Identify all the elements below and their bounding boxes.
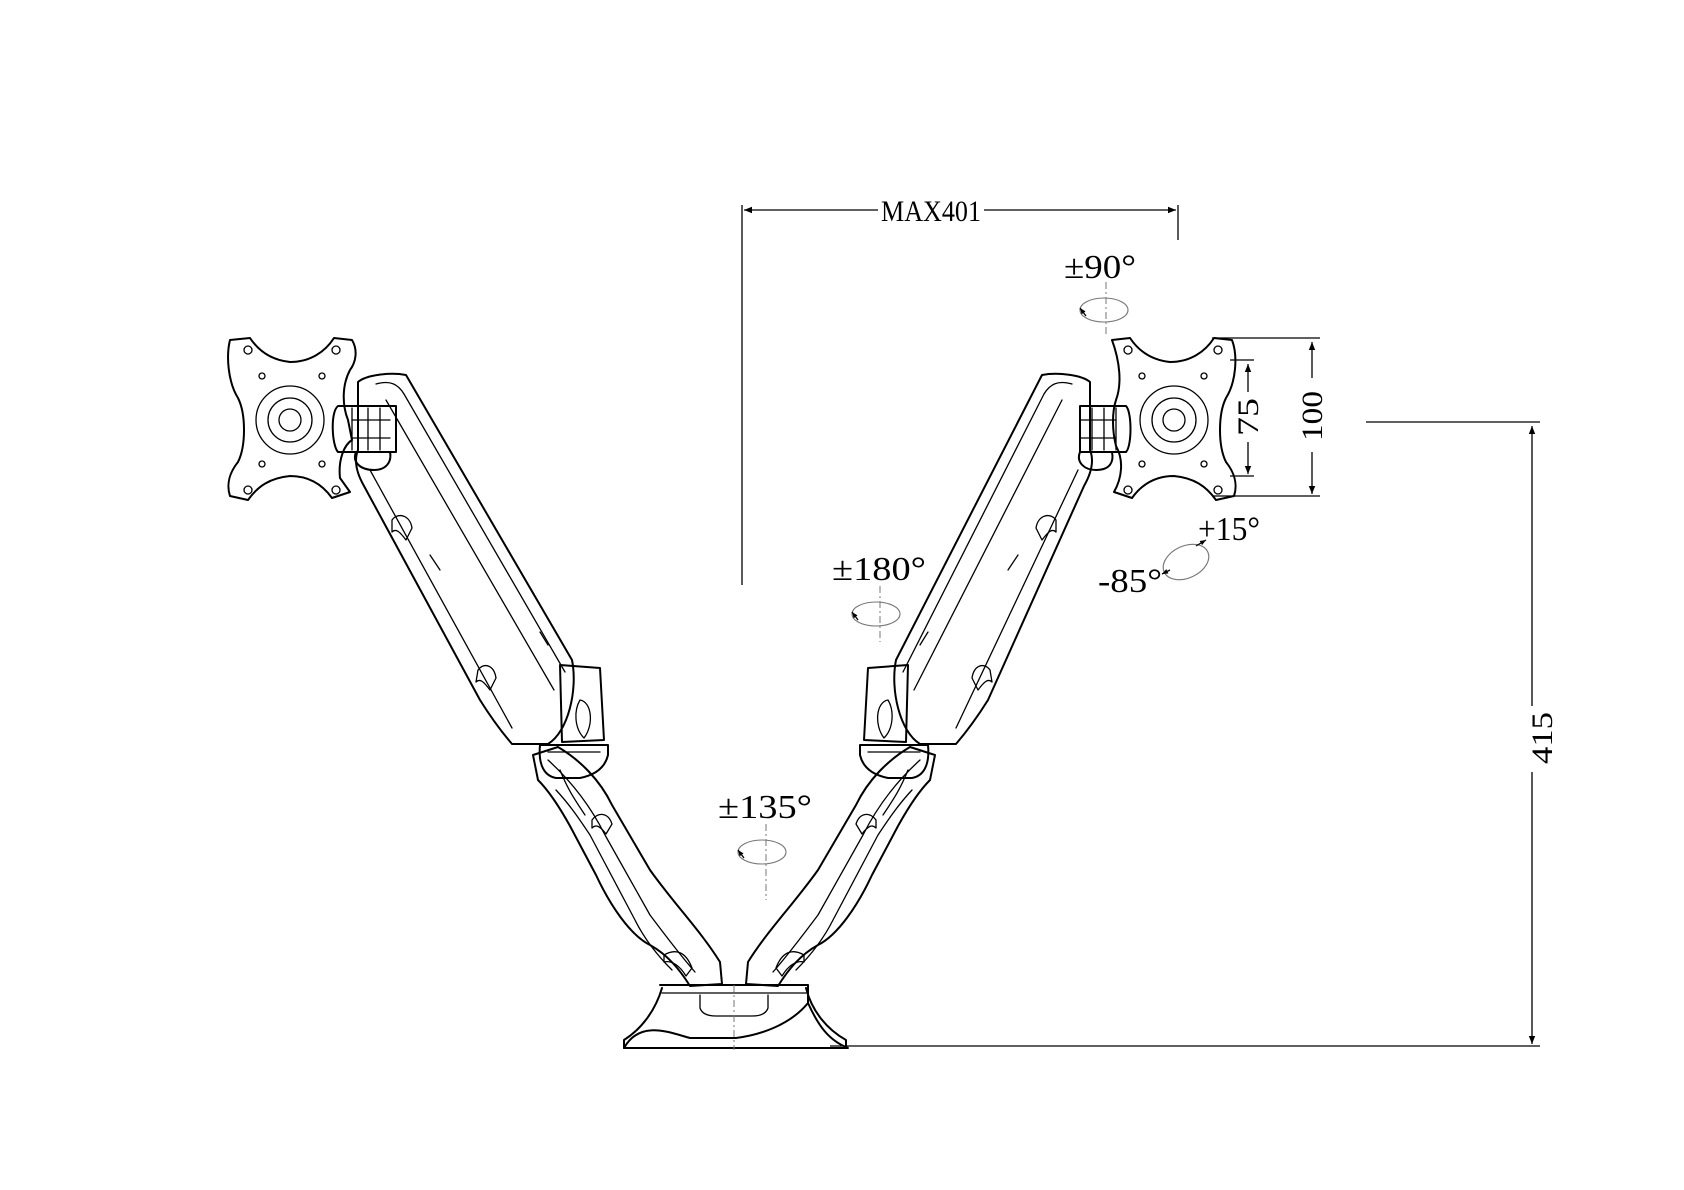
tilt-down-label: -85°: [1098, 563, 1162, 600]
swivel-rotation-indicator: ±90°: [1064, 249, 1136, 336]
right-upper-arm: [893, 372, 1093, 745]
left-vesa-plate: [227, 337, 357, 501]
vesa-dimensions: 100 75: [1212, 337, 1329, 497]
right-vesa-plate: [1111, 337, 1237, 501]
base-swivel-rotation-indicator: ±135°: [718, 789, 812, 900]
arm-swivel-rotation-indicator: ±180°: [832, 551, 926, 642]
vesa-75-label: 75: [1232, 398, 1265, 436]
right-tilt-joint: [1078, 405, 1132, 471]
tilt-up-label: +15°: [1198, 511, 1260, 548]
base-swivel-label: ±135°: [718, 789, 812, 826]
left-upper-arm: [355, 372, 575, 745]
height-label: 415: [1526, 712, 1559, 764]
left-lower-arm: [532, 746, 723, 987]
right-elbow-joint: [859, 664, 930, 779]
desk-clamp-base: [623, 984, 849, 1050]
swivel-top-label: ±90°: [1064, 249, 1136, 286]
arm-swivel-label: ±180°: [832, 551, 926, 588]
left-elbow-joint: [538, 664, 609, 779]
max-reach-dimension: MAX401: [741, 195, 1179, 585]
max-reach-label: MAX401: [881, 195, 981, 228]
left-tilt-joint: [331, 405, 397, 471]
tilt-rotation-indicator: +15° -85°: [1098, 511, 1260, 600]
vesa-100-label: 100: [1296, 391, 1329, 441]
height-dimension: 415: [830, 421, 1559, 1047]
right-lower-arm: [745, 746, 936, 987]
